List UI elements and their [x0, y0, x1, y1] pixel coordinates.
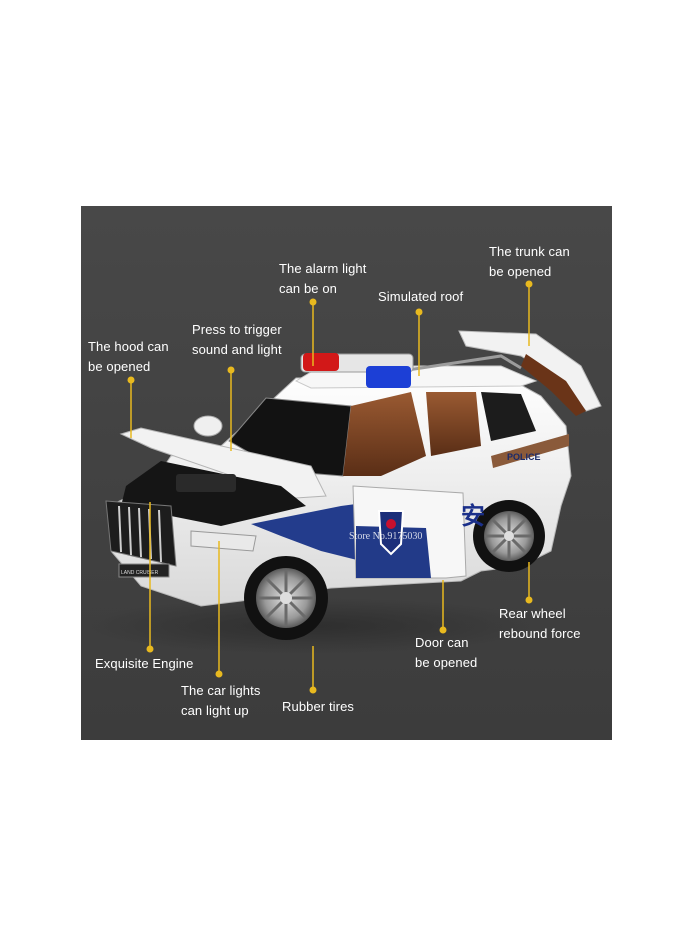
- label-rubber-tires: Rubber tires: [282, 699, 355, 714]
- rear-cabin-interior: [426, 392, 481, 456]
- headlight: [190, 530, 257, 552]
- police-suv-illustration: POLICE 安 Store No.9175030 LAND CRUISER: [81, 280, 602, 694]
- label-trigger: Press to trigger sound and light: [192, 322, 282, 357]
- roof-rail: [380, 354, 522, 376]
- emblem-star: [386, 519, 396, 529]
- chinese-character: 安: [461, 502, 485, 530]
- label-rear-wheel: Rear wheel rebound force: [499, 606, 581, 641]
- police-text: POLICE: [507, 452, 541, 462]
- side-mirror: [193, 415, 223, 437]
- rear-hub: [504, 531, 514, 541]
- engine-block: [176, 474, 236, 492]
- label-engine: Exquisite Engine: [95, 656, 194, 671]
- label-alarm-light: The alarm light can be on: [279, 261, 367, 296]
- label-trunk: The trunk can be opened: [489, 244, 570, 279]
- police-shield-emblem: [377, 510, 405, 556]
- blue-alarm-light: [366, 366, 411, 388]
- label-car-lights: The car lights can light up: [181, 683, 261, 718]
- label-door: Door can be opened: [415, 635, 478, 670]
- red-alarm-light: [303, 353, 339, 371]
- callout-dots: [127, 280, 533, 694]
- trunk-interior: [521, 354, 586, 416]
- open-hood: [119, 427, 327, 499]
- product-image-panel: POLICE 安 Store No.9175030 LAND CRUISER: [81, 206, 612, 740]
- plate-text: LAND CRUISER: [121, 570, 159, 576]
- label-hood: The hood can be opened: [88, 339, 169, 374]
- front-hub: [280, 592, 292, 604]
- store-watermark: Store No.9175030: [349, 531, 422, 542]
- front-cabin-interior: [343, 392, 426, 476]
- front-plate: [118, 563, 170, 578]
- callout-lines: [130, 284, 530, 690]
- label-simulated-roof: Simulated roof: [378, 289, 464, 304]
- rear-window: [481, 392, 536, 441]
- rear-stripe: [491, 434, 569, 468]
